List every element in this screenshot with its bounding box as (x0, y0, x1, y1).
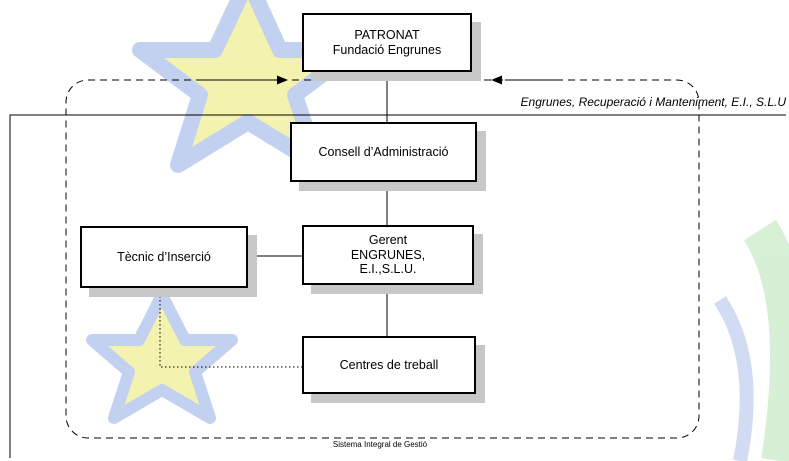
system-boundary (65, 79, 700, 439)
system-label: Sistema Integral de Gestió (332, 440, 428, 449)
company-label: Engrunes, Recuperació i Manteniment, E.I… (520, 95, 786, 109)
arrow-right-head (491, 75, 502, 85)
watermark-arc-right (743, 219, 789, 461)
box-gerent: Gerent ENGRUNES, E.I.,S.L.U. (302, 225, 474, 285)
box-tecnic-insercio: Tècnic d’Inserció (80, 226, 248, 288)
arrow-left-head (277, 75, 288, 85)
watermark-star-lower (86, 289, 238, 424)
box-patronat: PATRONAT Fundació Engrunes (302, 13, 472, 72)
box-centres-treball: Centres de treball (302, 336, 476, 394)
watermark-arc-right-blue (714, 296, 754, 461)
box-consell-administracio: Consell d’Administració (290, 122, 477, 182)
dotted-connector-tecnic-centres (159, 288, 302, 368)
company-boundary-line (9, 114, 786, 458)
